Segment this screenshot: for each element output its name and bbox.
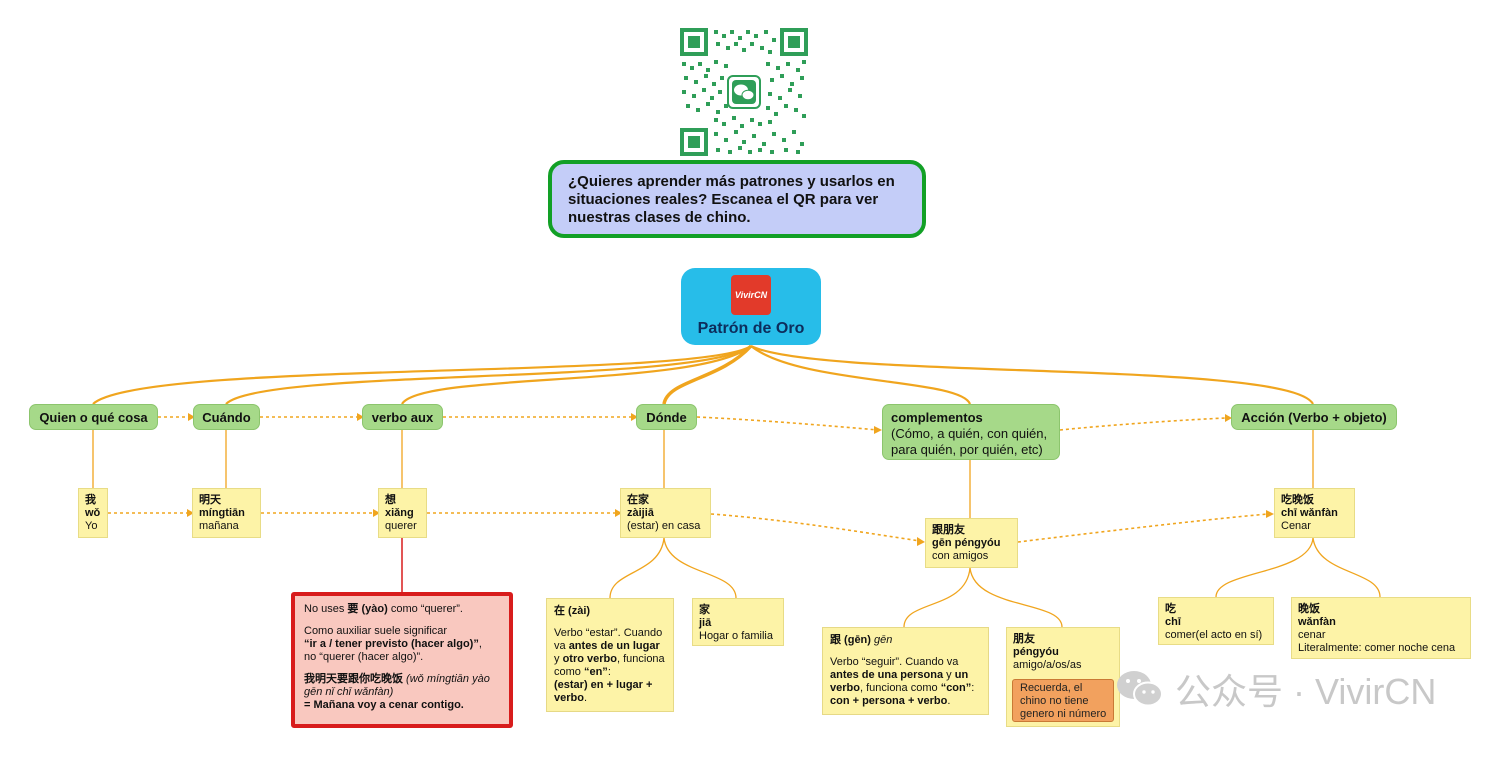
cta-box: ¿Quieres aprender más patrones y usarlos…: [548, 160, 926, 238]
wechat-icon: [1117, 671, 1163, 707]
example-where: 在家 zàijiā (estar) en casa: [620, 488, 711, 538]
example-subject: 我 wǒ Yo: [78, 488, 108, 538]
vivircn-logo: VivirCN: [731, 275, 771, 315]
watermark-text: 公众号 · VivirCN: [1175, 671, 1437, 712]
category-subject: Quien o qué cosa: [29, 404, 158, 430]
category-where: Dónde: [636, 404, 697, 430]
reminder-note: Recuerda, el chino no tiene genero ni nú…: [1012, 679, 1114, 722]
example-aux-verb: 想 xiǎng querer: [378, 488, 427, 538]
note-jia: 家 jiā Hogar o familia: [692, 598, 784, 646]
cta-text: ¿Quieres aprender más patrones y usarlos…: [568, 173, 895, 226]
note-wanfan: 晚饭 wǎnfàn cenar Literalmente: comer noch…: [1291, 597, 1471, 659]
example-action: 吃晚饭 chī wǎnfàn Cenar: [1274, 488, 1355, 538]
watermark: 公众号 · VivirCN: [1115, 664, 1460, 714]
qr-code[interactable]: [680, 28, 808, 156]
note-chi: 吃 chī comer(el acto en sí): [1158, 597, 1274, 645]
category-action: Acción (Verbo + objeto): [1231, 404, 1397, 430]
example-when: 明天 míngtiān mañana: [192, 488, 261, 538]
example-complement: 跟朋友 gēn péngyóu con amigos: [925, 518, 1018, 568]
central-title: Patrón de Oro: [697, 320, 805, 337]
central-node: VivirCN Patrón de Oro: [681, 268, 821, 345]
note-gen: 跟 (gēn) gēn Verbo “seguir”. Cuando va an…: [822, 627, 989, 715]
category-when: Cuándo: [193, 404, 260, 430]
category-aux-verb: verbo aux: [362, 404, 443, 430]
category-complements: complementos (Cómo, a quién, con quién, …: [882, 404, 1060, 460]
note-zai: 在 (zài) Verbo “estar”. Cuando va antes d…: [546, 598, 674, 712]
warning-note-yao: No uses 要 (yào) como “querer”. Como auxi…: [291, 592, 513, 728]
